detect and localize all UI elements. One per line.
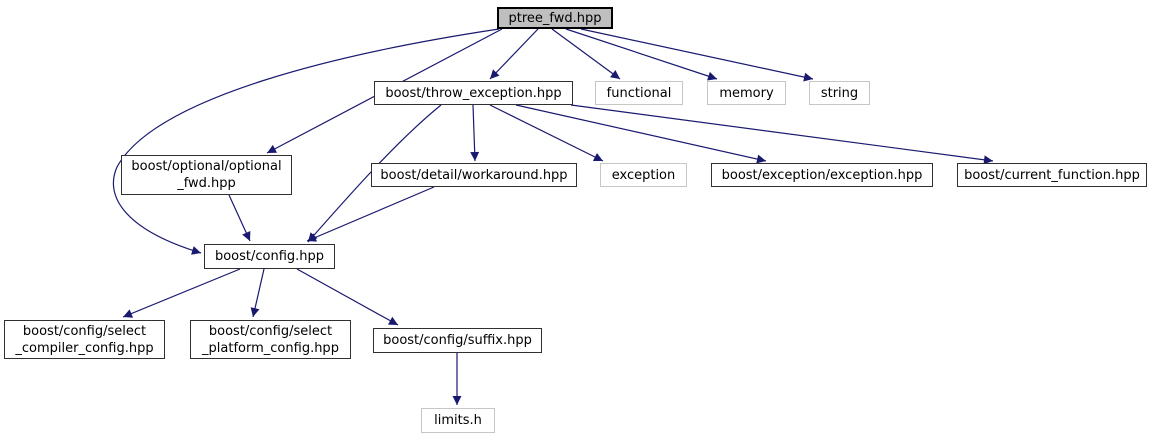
- edge-throw_exception-exception: [489, 104, 604, 162]
- node-boost-current-function-hpp[interactable]: boost/current_function.hpp: [957, 163, 1147, 187]
- node-label: functional: [606, 85, 672, 101]
- node-label: limits.h: [434, 413, 482, 428]
- edge-config-select_platform: [250, 268, 265, 318]
- node-functional: functional: [595, 81, 683, 105]
- node-boost-config-select-platform-config-hpp[interactable]: boost/config/select _platform_config.hpp: [190, 320, 351, 359]
- edge-throw_exception-exception_hpp: [515, 104, 767, 164]
- edge-ptree_fwd-functional: [551, 28, 621, 80]
- node-boost-optional-optional-fwd-hpp[interactable]: boost/optional/optional _fwd.hpp: [121, 155, 292, 195]
- node-label: boost/throw_exception.hpp: [385, 85, 562, 101]
- node-label: ptree_fwd.hpp: [508, 10, 602, 26]
- edge-ptree_fwd-config: [112, 28, 500, 255]
- node-exception: exception: [600, 163, 687, 187]
- node-memory: memory: [707, 81, 786, 105]
- node-limits-h: limits.h: [421, 408, 495, 433]
- node-label-line1: boost/config/select: [208, 323, 333, 339]
- node-label: string: [820, 85, 859, 101]
- node-boost-detail-workaround-hpp[interactable]: boost/detail/workaround.hpp: [371, 163, 577, 187]
- edge-ptree_fwd-throw_exception: [489, 28, 539, 80]
- node-label-line2: _compiler_config.hpp: [15, 340, 154, 356]
- node-label: memory: [719, 85, 774, 101]
- node-boost-exception-exception-hpp[interactable]: boost/exception/exception.hpp: [711, 163, 933, 187]
- node-ptree-fwd-hpp: ptree_fwd.hpp: [497, 7, 613, 29]
- node-boost-throw-exception-hpp[interactable]: boost/throw_exception.hpp: [374, 81, 573, 105]
- node-label-line2: _platform_config.hpp: [202, 340, 339, 356]
- edge-throw_exception-workaround: [470, 104, 480, 162]
- node-string: string: [809, 81, 870, 105]
- node-boost-config-hpp[interactable]: boost/config.hpp: [204, 244, 335, 269]
- node-boost-config-suffix-hpp[interactable]: boost/config/suffix.hpp: [373, 328, 542, 353]
- node-label-line1: boost/config/select: [22, 323, 147, 339]
- node-label: boost/config.hpp: [214, 249, 325, 264]
- edge-config-suffix: [296, 268, 399, 326]
- node-label: boost/detail/workaround.hpp: [380, 167, 568, 183]
- node-label: boost/current_function.hpp: [964, 167, 1140, 183]
- edge-throw_exception-current_function: [570, 104, 994, 165]
- edge-ptree_fwd-string: [580, 28, 814, 82]
- edge-config-select_compiler: [122, 268, 241, 318]
- node-label: boost/config/suffix.hpp: [383, 333, 532, 348]
- node-label-line2: _fwd.hpp: [177, 176, 236, 191]
- edge-ptree_fwd-memory: [565, 28, 718, 81]
- node-label: boost/exception/exception.hpp: [721, 167, 923, 183]
- node-boost-config-select-compiler-config-hpp[interactable]: boost/config/select _compiler_config.hpp: [4, 320, 165, 359]
- node-label: exception: [611, 167, 676, 183]
- node-label-line1: boost/optional/optional: [131, 159, 282, 174]
- edge-workaround-config: [306, 186, 435, 242]
- edge-optional_fwd-config: [228, 194, 251, 242]
